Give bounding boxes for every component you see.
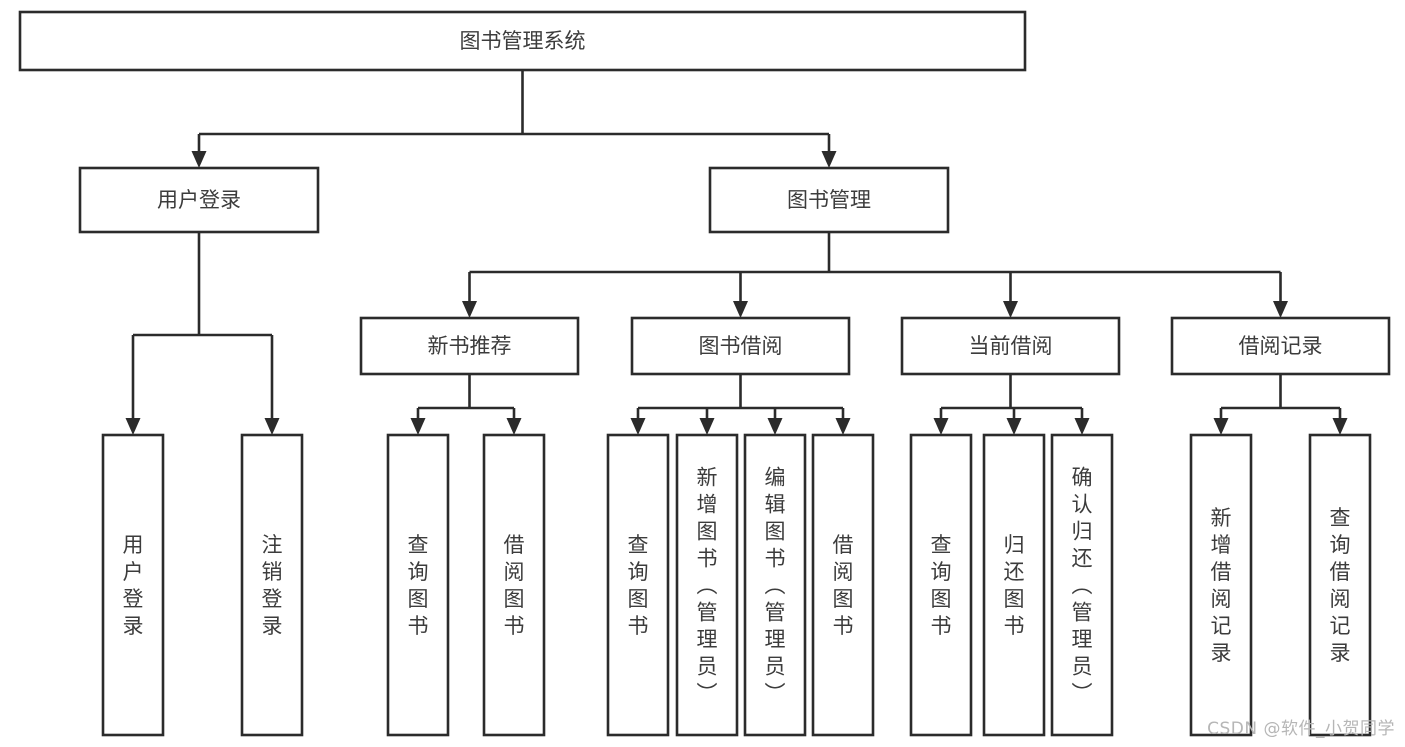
boxes-layer: 图书管理系统用户登录图书管理新书推荐图书借阅当前借阅借阅记录用户登录注销登录查询… bbox=[18, 10, 1391, 737]
node-root-图书管理系统[interactable]: 图书管理系统 bbox=[18, 10, 1027, 72]
node-label: 用户登录 bbox=[123, 533, 144, 638]
arrow-head-icon bbox=[125, 418, 141, 435]
node-leaf-确认归还（管理员）[interactable]: 确认归还︵管理员︶ bbox=[1050, 433, 1114, 737]
node-label: 新增借阅记录 bbox=[1211, 506, 1232, 665]
node-leaf-查询图书[interactable]: 查询图书 bbox=[386, 433, 450, 737]
node-label: 借阅图书 bbox=[504, 533, 525, 638]
node-label: 查询借阅记录 bbox=[1330, 506, 1351, 665]
node-leaf-借阅图书[interactable]: 借阅图书 bbox=[811, 433, 875, 737]
node-label: 编辑图书︵管理员︶ bbox=[765, 466, 786, 706]
arrow-head-icon bbox=[767, 418, 783, 435]
node-label: 新增图书︵管理员︶ bbox=[697, 466, 718, 706]
node-level2-图书管理[interactable]: 图书管理 bbox=[708, 166, 950, 234]
node-leaf-编辑图书（管理员）[interactable]: 编辑图书︵管理员︶ bbox=[743, 433, 807, 737]
node-leaf-新增借阅记录[interactable]: 新增借阅记录 bbox=[1189, 433, 1253, 737]
arrow-head-icon bbox=[630, 418, 646, 435]
node-label: 查询图书 bbox=[628, 533, 649, 638]
node-level3-当前借阅[interactable]: 当前借阅 bbox=[900, 316, 1121, 376]
arrow-head-icon bbox=[462, 301, 477, 318]
node-label: 归还图书 bbox=[1004, 533, 1025, 638]
arrow-head-icon bbox=[191, 151, 207, 168]
arrow-head-icon bbox=[1332, 418, 1348, 435]
node-leaf-借阅图书[interactable]: 借阅图书 bbox=[482, 433, 546, 737]
node-leaf-查询图书[interactable]: 查询图书 bbox=[909, 433, 973, 737]
node-label: 确认归还︵管理员︶ bbox=[1072, 466, 1093, 706]
arrow-head-icon bbox=[1273, 301, 1288, 318]
node-label: 查询图书 bbox=[931, 533, 952, 638]
csdn-watermark: CSDN @软件_小贺同学 bbox=[1207, 719, 1395, 739]
arrow-head-icon bbox=[1006, 418, 1022, 435]
arrow-head-icon bbox=[410, 418, 426, 435]
node-level2-用户登录[interactable]: 用户登录 bbox=[78, 166, 320, 234]
node-label: 用户登录 bbox=[157, 188, 241, 212]
node-leaf-注销登录[interactable]: 注销登录 bbox=[240, 433, 304, 737]
node-leaf-查询借阅记录[interactable]: 查询借阅记录 bbox=[1308, 433, 1372, 737]
node-label: 当前借阅 bbox=[969, 334, 1053, 358]
arrow-head-icon bbox=[264, 418, 280, 435]
arrow-head-icon bbox=[699, 418, 715, 435]
arrow-head-icon bbox=[1003, 301, 1018, 318]
arrow-head-icon bbox=[821, 151, 837, 168]
node-label: 新书推荐 bbox=[428, 334, 512, 358]
node-label: 查询图书 bbox=[408, 533, 429, 638]
node-label: 图书管理系统 bbox=[460, 29, 586, 53]
arrow-head-icon bbox=[835, 418, 851, 435]
arrow-head-icon bbox=[1074, 418, 1090, 435]
node-level3-图书借阅[interactable]: 图书借阅 bbox=[630, 316, 851, 376]
arrow-head-icon bbox=[933, 418, 949, 435]
node-leaf-新增图书（管理员）[interactable]: 新增图书︵管理员︶ bbox=[675, 433, 739, 737]
node-label: 借阅图书 bbox=[833, 533, 854, 638]
node-level3-新书推荐[interactable]: 新书推荐 bbox=[359, 316, 580, 376]
node-level3-借阅记录[interactable]: 借阅记录 bbox=[1170, 316, 1391, 376]
arrow-head-icon bbox=[733, 301, 748, 318]
node-label: 图书管理 bbox=[787, 188, 871, 212]
arrow-head-icon bbox=[1213, 418, 1229, 435]
arrow-head-icon bbox=[506, 418, 522, 435]
node-label: 图书借阅 bbox=[699, 334, 783, 358]
node-label: 借阅记录 bbox=[1239, 334, 1323, 358]
node-leaf-查询图书[interactable]: 查询图书 bbox=[606, 433, 670, 737]
connectors-layer bbox=[125, 70, 1348, 435]
node-leaf-用户登录[interactable]: 用户登录 bbox=[101, 433, 165, 737]
node-label: 注销登录 bbox=[262, 533, 283, 638]
node-leaf-归还图书[interactable]: 归还图书 bbox=[982, 433, 1046, 737]
